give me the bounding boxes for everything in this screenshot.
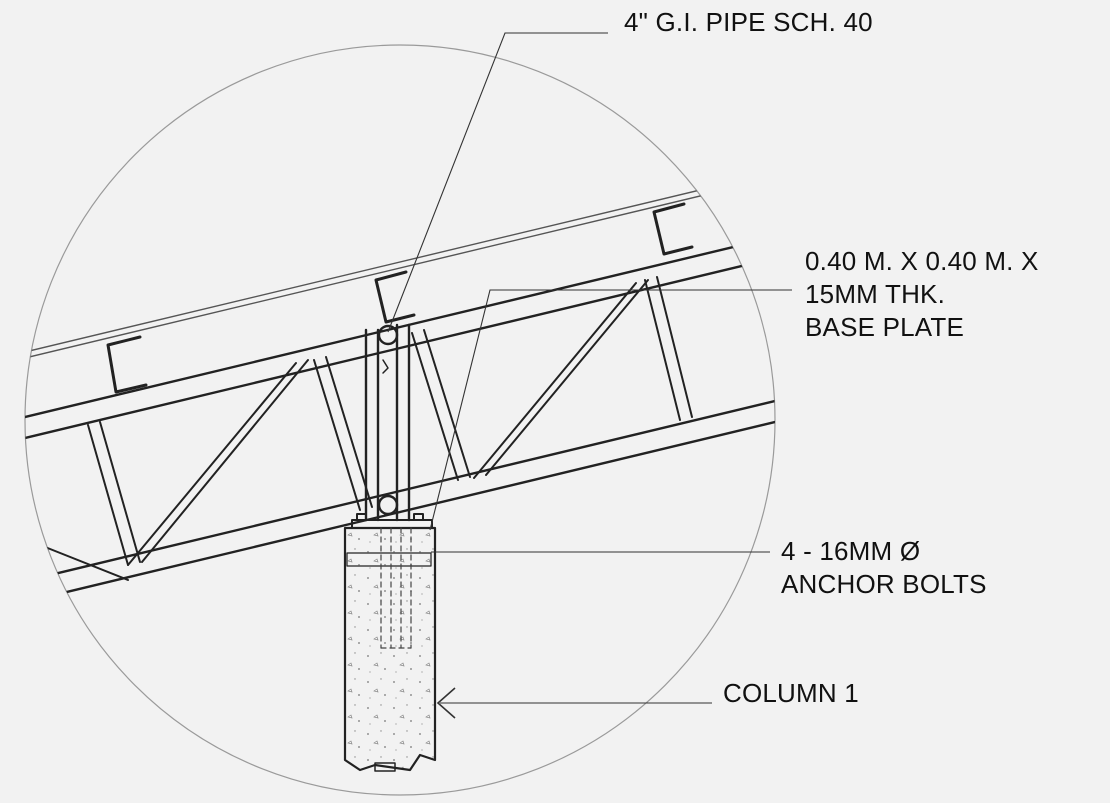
callout-anchor-bolts: 4 - 16MM Ø ANCHOR BOLTS — [781, 535, 987, 601]
concrete-column — [343, 526, 437, 772]
callout-anchor-bolts-line-1: 4 - 16MM Ø — [781, 536, 921, 566]
callout-base-plate: 0.40 M. X 0.40 M. X 15MM THK. BASE PLATE — [805, 245, 1039, 344]
anchor-bolts — [380, 527, 412, 649]
callout-pipe: 4" G.I. PIPE SCH. 40 — [624, 6, 873, 39]
gi-pipe-column — [364, 323, 411, 522]
truss-top-chord — [25, 229, 775, 446]
roof-sheeting — [25, 165, 775, 365]
leader-base-plate — [429, 289, 792, 531]
leader-pipe — [387, 32, 608, 333]
truss-bottom-chord — [25, 393, 775, 610]
callout-anchor-bolts-line-2: ANCHOR BOLTS — [781, 569, 987, 599]
callout-base-plate-line-2: 15MM THK. — [805, 279, 946, 309]
detail-circle — [24, 44, 776, 796]
callout-pipe-line-1: 4" G.I. PIPE SCH. 40 — [624, 7, 873, 37]
purlins — [106, 202, 694, 394]
callout-column-line-1: COLUMN 1 — [723, 678, 859, 708]
callout-column: COLUMN 1 — [723, 677, 859, 710]
column-arrowhead — [436, 687, 456, 719]
truss-web-members — [39, 276, 693, 581]
leader-lines — [387, 32, 792, 719]
callout-base-plate-line-3: BASE PLATE — [805, 312, 965, 342]
callout-base-plate-line-1: 0.40 M. X 0.40 M. X — [805, 246, 1039, 276]
